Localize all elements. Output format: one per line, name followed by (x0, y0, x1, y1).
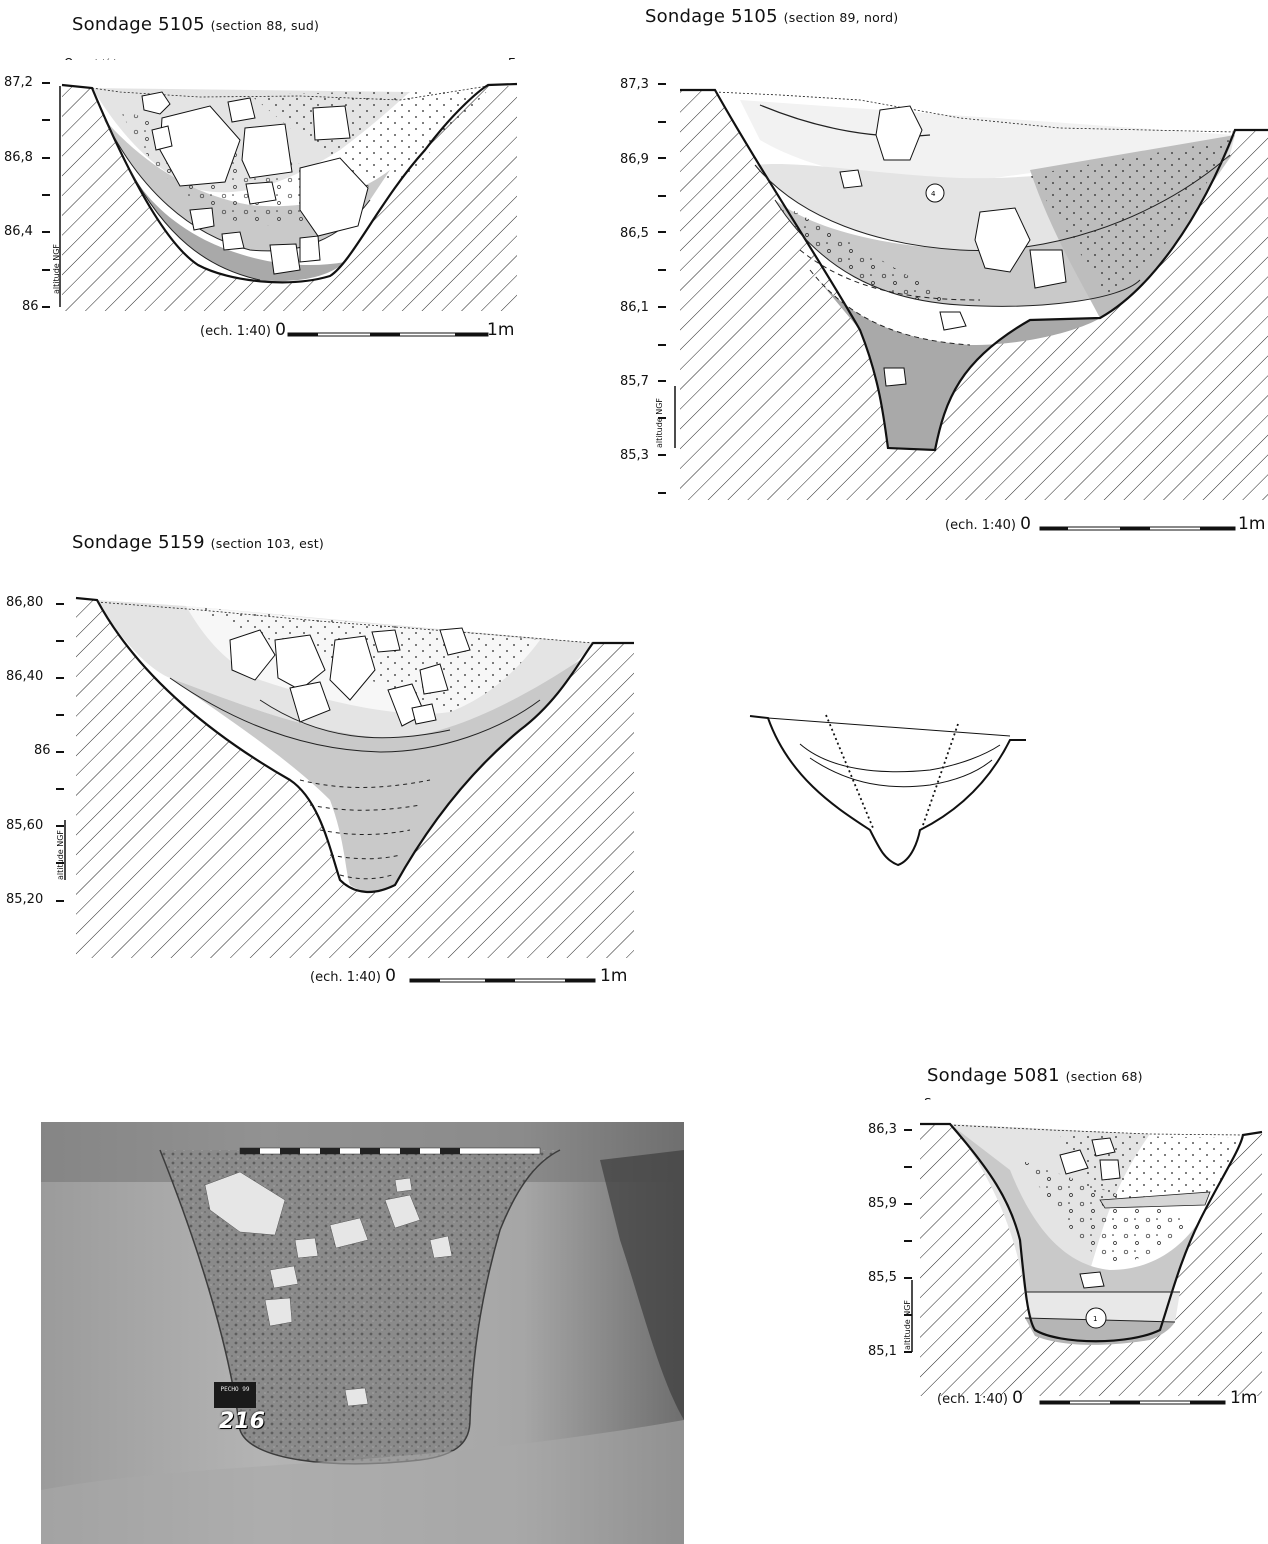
panel2-scale-label: (ech. 1:40) (945, 518, 1016, 533)
panel2-tick-3: 86,1 (620, 300, 649, 315)
panel4-tick-1: 85,9 (868, 1196, 897, 1211)
panel3-dir-left: S (80, 572, 88, 586)
panel4-tick-0: 86,3 (868, 1122, 897, 1137)
panel1-scale-end: 1m (487, 320, 514, 340)
panel2-interior: intérieur (699, 66, 734, 75)
panel4-tick-3: 85,1 (868, 1344, 897, 1359)
panel1-tick-0: 87,2 (4, 75, 33, 90)
panel1-stone-blocks (141, 91, 369, 275)
panel1-drawing (42, 60, 518, 337)
panel2-dir-left: O (682, 64, 692, 78)
panel1-tick-marks (42, 82, 50, 308)
panel2-scale-zero: 0 (1020, 514, 1031, 534)
panel1-scale-end-text: 1m (487, 320, 515, 340)
panel3-subtitle: (section 103, est) (210, 536, 324, 551)
panel2-scale: (ech. 1:40) 0 (945, 514, 1031, 534)
panel2-tick-2: 86,5 (620, 226, 649, 241)
panel3-title: Sondage 5159 (section 103, est) (72, 532, 324, 553)
panel3-tick-1: 86,40 (6, 669, 44, 684)
panel4-title: Sondage 5081 (section 68) (927, 1065, 1143, 1086)
panel1-tick-1: 86,8 (4, 150, 33, 165)
panel2-dir-right: E (1262, 104, 1268, 118)
panel3-scale-zero: 0 (385, 966, 396, 986)
panel1-title-text: Sondage 5105 (72, 14, 205, 35)
panel2-scale-end-text: 1m (1238, 514, 1266, 534)
panel1-subtitle: (section 88, sud) (210, 18, 320, 33)
panel2-subtitle: (section 89, nord) (783, 10, 899, 25)
panel2-tick-5: 85,3 (620, 448, 649, 463)
panel3-tick-2: 86 (34, 743, 51, 758)
panel3-bedrock (76, 598, 634, 958)
panel4-scale-end: 1m (1230, 1388, 1257, 1408)
schematic-profile (749, 714, 1026, 867)
panel4-drawing: 1 (904, 1100, 1263, 1405)
panel1-pit-fill (62, 60, 517, 283)
panel4-scale-bar (1039, 1400, 1226, 1405)
panel1-dir-right: E (508, 56, 516, 70)
panel2-tick-1: 86,9 (620, 152, 649, 167)
panel2-tick-4: 85,7 (620, 374, 649, 389)
panel4-interior: intérieur (953, 1108, 988, 1117)
panel1-scale: (ech. 1:40) 0 (200, 320, 286, 340)
panel3-interior: intérieur (94, 582, 129, 591)
panel3-title-text: Sondage 5159 (72, 532, 205, 553)
photo-slate: PECHO 99 (214, 1382, 256, 1408)
panel4-dir-left: S (924, 1096, 932, 1110)
panel3-scale-end: 1m (600, 966, 627, 986)
panel4-bedrock (920, 1124, 1262, 1396)
panel3-scale: (ech. 1:40) 0 (310, 966, 396, 986)
panel2-layer-5194: Us 5194 (822, 145, 855, 154)
panel4-marker: 1 (1093, 1315, 1097, 1323)
panel3-scale-label: (ech. 1:40) (310, 970, 381, 985)
photo-slate-text: PECHO 99 (220, 1386, 250, 1393)
panel1-scale-zero: 0 (275, 320, 286, 340)
panel1-scale-bar (287, 332, 489, 337)
panel3-drawing (56, 570, 634, 983)
panel4-subtitle: (section 68) (1065, 1069, 1143, 1084)
panel2-layer-5196: Us 5196 (894, 422, 927, 431)
panel3-tick-4: 85,20 (6, 892, 44, 907)
panel2-tick-0: 87,3 (620, 77, 649, 92)
panel1-dir-left: O (64, 56, 74, 70)
panel2-title: Sondage 5105 (section 89, nord) (645, 6, 898, 27)
panel2-marker: 4 (931, 190, 936, 198)
panel1-layer-light (92, 88, 410, 193)
panel2-bedrock (680, 88, 1268, 500)
panel1-title: Sondage 5105 (section 88, sud) (72, 14, 319, 35)
panel4-tick-2: 85,5 (868, 1270, 897, 1285)
panel1-layer-mid (105, 120, 390, 251)
panel1-scale-label: (ech. 1:40) (200, 324, 271, 339)
panel1-bedrock (62, 86, 517, 311)
panel4-scale-zero: 0 (1012, 1388, 1023, 1408)
panel4-scale-label: (ech. 1:40) (937, 1392, 1008, 1407)
panel4-scale-end-text: 1m (1230, 1388, 1258, 1408)
panel4-scale: (ech. 1:40) 0 (937, 1388, 1023, 1408)
panel3-scale-bar (409, 978, 596, 983)
panel3-axis-label: altitude NGF (56, 829, 65, 880)
panel1-tick-3: 86 (22, 299, 39, 314)
panel1-layer-dark (130, 170, 345, 282)
panel2-axis-label: altitude NGF (655, 397, 664, 448)
panel3-dir-right: N (625, 612, 634, 626)
panel1-axis-label: altitude NGF (52, 243, 61, 294)
panel1-tick-2: 86,4 (4, 224, 33, 239)
panel2-title-text: Sondage 5105 (645, 6, 778, 27)
panel2-drawing: 4 (658, 60, 1268, 531)
panel2-scale-end: 1m (1238, 514, 1265, 534)
panel3-tick-0: 86,80 (6, 595, 44, 610)
panel1-pit-outline (61, 82, 518, 284)
panel3-scale-end-text: 1m (600, 966, 628, 986)
panel2-scale-bar (1039, 526, 1236, 531)
panel1-dotted-fill (250, 88, 490, 183)
photo-number: 216 (219, 1409, 265, 1434)
excavation-photo (41, 1122, 684, 1544)
panel4-axis-label: altitude NGF (903, 1299, 912, 1350)
panel2-layer-5195: Us 5195 (871, 225, 904, 234)
panel1-interior: intérieur (95, 58, 130, 67)
panel4-title-text: Sondage 5081 (927, 1065, 1060, 1086)
panel3-tick-3: 85,60 (6, 818, 44, 833)
